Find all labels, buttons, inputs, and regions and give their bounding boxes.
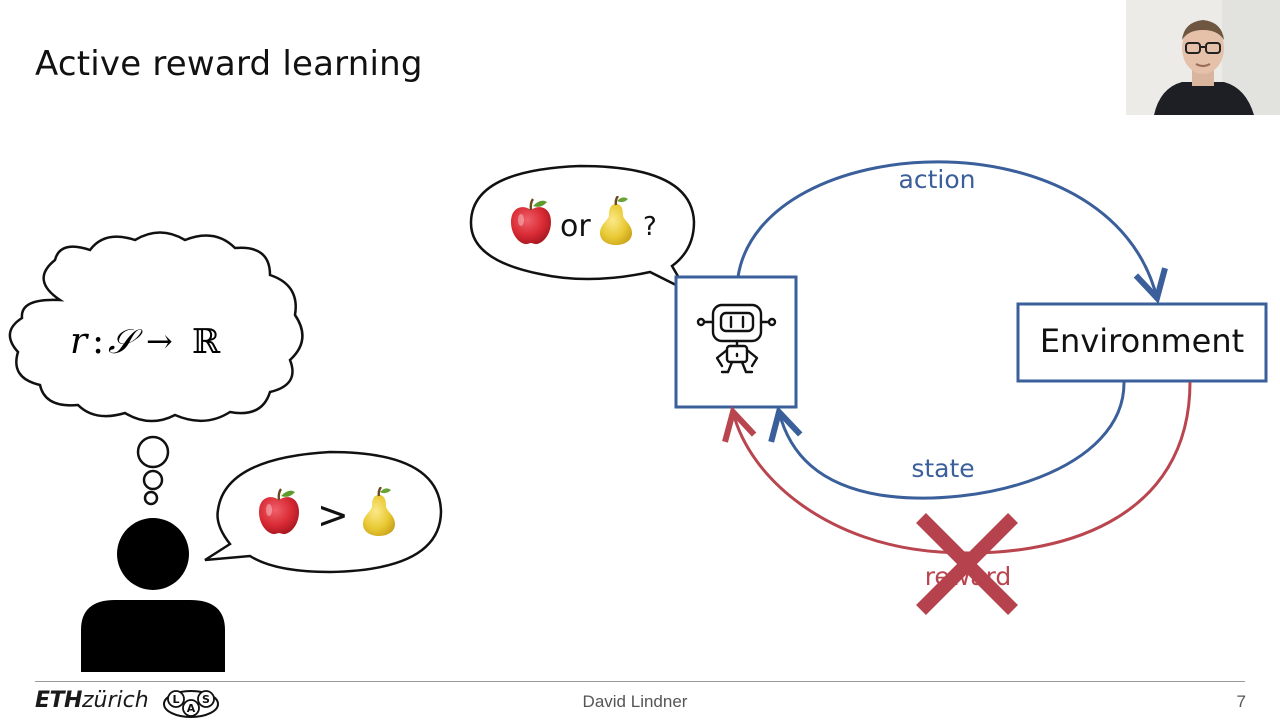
footer-divider <box>35 681 1245 682</box>
thought-bubble-large <box>136 435 170 469</box>
thought-cloud: r : 𝒮 → ℝ <box>8 231 304 423</box>
eth-zurich-logo: ETHzürich <box>35 688 149 713</box>
person-icon <box>81 518 225 672</box>
las-logo-letter-l: L <box>172 693 179 706</box>
eth-logo-rest: zürich <box>81 688 149 713</box>
formula-arrow: → <box>146 322 173 360</box>
slide-title: Active reward learning <box>35 44 423 84</box>
action-label: action <box>899 165 976 194</box>
author-name: David Lindner <box>582 692 688 711</box>
robot-speech-bubble: or ? <box>469 164 696 293</box>
robot-icon <box>696 303 777 374</box>
environment-box <box>1016 302 1268 383</box>
page-number: 7 <box>1236 692 1246 711</box>
comparison-symbol: > <box>317 493 349 537</box>
las-lab-logo: L A S <box>163 690 219 718</box>
formula-colon: : <box>92 321 104 362</box>
environment-label: Environment <box>1040 322 1244 360</box>
cross-icon <box>916 513 1018 615</box>
or-text: or <box>560 209 591 244</box>
thought-bubble-medium <box>142 469 164 491</box>
human-speech-bubble: > <box>204 450 443 574</box>
question-mark: ? <box>643 212 657 242</box>
las-logo-letter-s: S <box>202 693 210 706</box>
eth-logo-bold: ETH <box>35 688 82 713</box>
presenter-webcam <box>1126 0 1280 115</box>
state-arrow <box>779 381 1126 500</box>
action-arrow <box>736 160 1157 298</box>
formula-r: r <box>70 321 89 362</box>
state-label: state <box>911 454 974 483</box>
thought-bubble-small <box>143 490 159 506</box>
formula-reals: ℝ <box>192 322 221 362</box>
las-logo-letter-a: A <box>187 702 196 715</box>
